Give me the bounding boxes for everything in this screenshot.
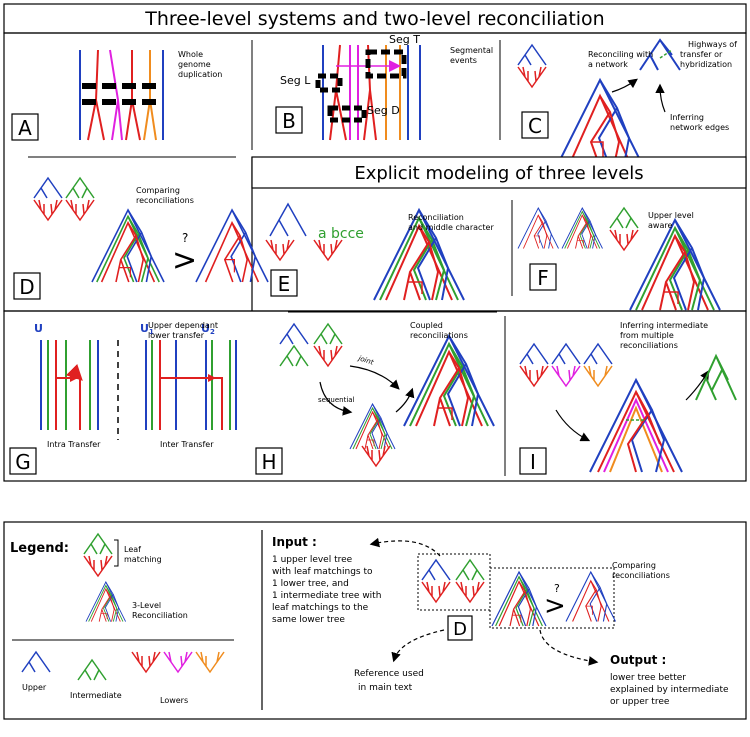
panel-c-caption-3: Inferring network edges <box>670 113 729 132</box>
panel-c-caption-2: Highways of transfer or hybridization <box>680 40 740 69</box>
panel-b-caption: Segmental events <box>450 46 496 65</box>
legend-leaf-matching: Leaf matching <box>124 545 162 564</box>
subtitle: Explicit modeling of three levels <box>354 163 643 184</box>
panel-d-letter: D <box>19 275 34 299</box>
panel-d-question: ? <box>182 231 188 245</box>
panel-d-label-box <box>13 272 41 300</box>
panel-g: U U1 U2 Upper dependant lower transfer I… <box>9 321 237 475</box>
panel-h-caption: Coupled reconciliations <box>410 321 468 340</box>
subtitle-box <box>251 156 747 189</box>
panel-e-caption: Reconciliation and middle character <box>408 213 494 232</box>
legend-intermediate: Intermediate <box>70 691 122 700</box>
legend-title: Legend: <box>10 541 69 556</box>
legend-lowers: Lowers <box>160 696 188 705</box>
input-title: Input : <box>272 535 317 549</box>
intra-transfer-label: Intra Transfer <box>47 440 101 449</box>
reference-text: Reference used in main text <box>354 669 427 693</box>
panel-a-letter: A <box>18 116 32 140</box>
panel-f-label-box <box>529 263 557 291</box>
bottom-row-border <box>3 310 747 482</box>
panel-c-letter: C <box>528 114 542 138</box>
panel-a-label-box <box>11 113 39 141</box>
panel-f: Upper level aware F <box>517 207 721 311</box>
input-trees-box <box>417 553 491 611</box>
panel-a: Whole genome duplication A <box>11 49 222 141</box>
panel-b-letter: B <box>282 109 296 133</box>
sequential-label: sequential <box>318 396 355 404</box>
legend-d-letter: D <box>453 619 467 640</box>
legend-d-box <box>447 615 473 641</box>
panel-i: Inferring intermediate from multiple rec… <box>519 321 737 475</box>
panel-d-compare-sign: > <box>172 243 197 278</box>
upper-u2-label: U2 <box>201 322 215 336</box>
panel-a-caption: Whole genome duplication <box>178 50 222 79</box>
legend-comparing: Comparing reconciliations <box>612 561 670 580</box>
panel-d: > ? Comparing reconciliations D <box>13 177 269 300</box>
panel-h-label-box <box>255 447 283 475</box>
panel-f-letter: F <box>537 266 549 290</box>
panel-d-caption: Comparing reconciliations <box>136 186 194 205</box>
panel-i-multi-recon <box>589 377 683 473</box>
panel-h-letter: H <box>261 450 276 474</box>
input-text: 1 upper level tree with leaf matchings t… <box>272 555 384 625</box>
legend-3-level: 3-Level Reconciliation <box>132 601 188 620</box>
inter-transfer-label: Inter Transfer <box>160 440 214 449</box>
panel-c-caption-1: Reconciling with a network <box>588 50 656 69</box>
recon-compare-box <box>489 567 615 629</box>
title-box <box>3 3 747 34</box>
panel-i-caption: Inferring intermediate from multiple rec… <box>620 321 711 350</box>
panel-g-letter: G <box>15 450 31 474</box>
panel-b: Seg T Seg L Seg D Segmental events B <box>275 33 496 141</box>
legend-upper: Upper <box>22 683 47 692</box>
legend-compare-sign: > <box>544 591 566 621</box>
joint-label: joint <box>356 354 374 367</box>
legend-box <box>3 521 747 720</box>
panel-g-label-box <box>9 447 37 475</box>
panel-c-label-box <box>521 111 549 139</box>
main-title: Three-level systems and two-level reconc… <box>144 8 604 30</box>
panel-e: a bcce Reconciliation and middle charact… <box>265 202 494 301</box>
seg-d-label: Seg D <box>367 104 400 117</box>
panel-b-label-box <box>275 106 303 134</box>
panel-i-letter: I <box>530 450 536 474</box>
seg-l-label: Seg L <box>280 74 311 87</box>
output-text: lower tree better explained by intermedi… <box>610 673 731 707</box>
legend-question: ? <box>554 582 560 595</box>
panel-e-label-box <box>270 269 298 297</box>
seg-t-label: Seg T <box>389 33 420 46</box>
panel-c: Reconciling with a network Highways of t… <box>517 38 740 171</box>
legend-right: Input : 1 upper level tree with leaf mat… <box>272 535 731 707</box>
output-title: Output : <box>610 653 666 667</box>
middle-characters: a bcce <box>318 226 364 242</box>
upper-u1-label: U1 <box>140 322 154 336</box>
upper-u-label: U <box>34 322 43 335</box>
panel-f-caption: Upper level aware <box>648 211 696 230</box>
panel-e-letter: E <box>278 272 291 296</box>
panel-g-caption: Upper dependant lower transfer <box>148 321 221 340</box>
panel-i-label-box <box>519 447 547 475</box>
panel-h: joint sequential Coupled reconciliations… <box>255 321 495 475</box>
legend-left: Legend: Leaf matching 3-Level Reconcilia… <box>10 533 234 705</box>
